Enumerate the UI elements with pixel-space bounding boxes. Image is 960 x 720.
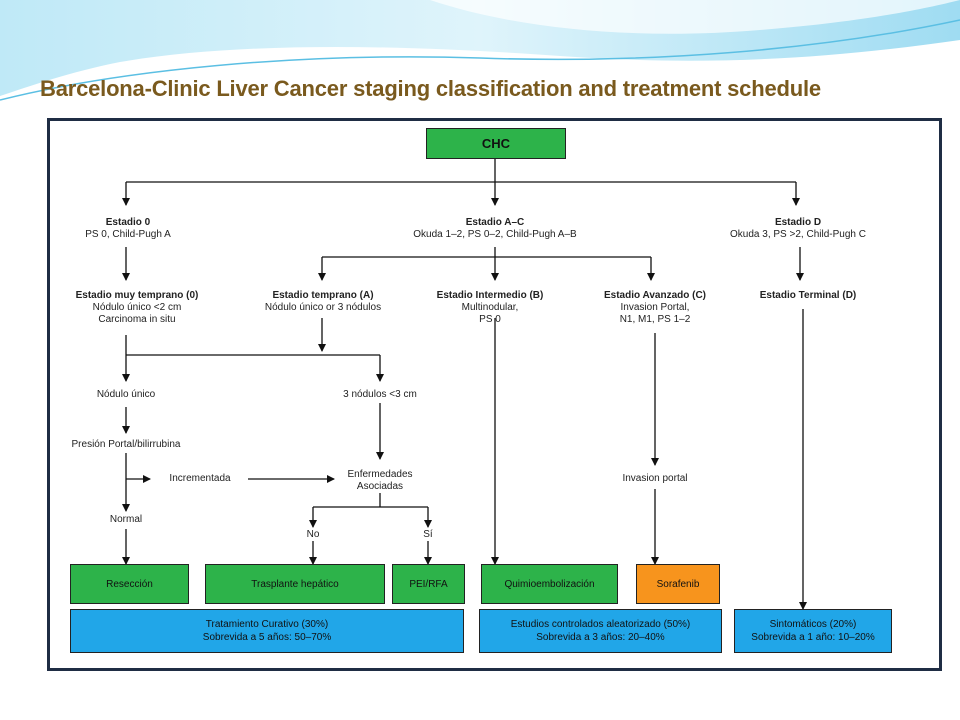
curative-outcome-box: Tratamiento Curativo (30%) Sobrevida a 5 … [70, 609, 464, 653]
stage-ac-node: Estadio A–C Okuda 1–2, PS 0–2, Child-Pug… [366, 217, 624, 241]
curative-line-1: Tratamiento Curativo (30%) [205, 619, 329, 630]
resection-label: Resección [106, 578, 153, 590]
intermediate-desc-2: PS 0 [479, 314, 501, 325]
header-wave-decoration [0, 0, 960, 101]
early-stage-node: Estadio temprano (A) Nódulo único or 3 n… [248, 290, 398, 314]
advanced-stage-node: Estadio Avanzado (C) Invasion Portal, N1… [580, 290, 730, 326]
three-nodules-label: 3 nódulos <3 cm [326, 389, 434, 401]
sorafenib-label: Sorafenib [656, 578, 700, 590]
intermediate-desc-1: Multinodular, [461, 302, 519, 313]
root-node-chc: CHC [426, 128, 566, 159]
portal-invasion-label: Invasion portal [600, 473, 710, 485]
single-nodule-label: Nódulo único [76, 389, 176, 401]
pei-rfa-box: PEI/RFA [392, 564, 465, 604]
advanced-desc-2: N1, M1, PS 1–2 [619, 314, 691, 325]
very-early-desc-1: Nódulo único <2 cm [92, 302, 182, 313]
advanced-desc-1: Invasion Portal, [620, 302, 690, 313]
symptomatic-outcome-box: Sintomáticos (20%) Sobrevida a 1 año: 10–… [734, 609, 892, 653]
chemoembolization-box: Quimioembolización [481, 564, 618, 604]
sorafenib-box: Sorafenib [636, 564, 720, 604]
early-desc-1: Nódulo único or 3 nódulos [264, 302, 382, 313]
increased-label: Incrementada [169, 473, 231, 484]
liver-transplant-label: Trasplante hepático [251, 578, 339, 590]
associated-diseases-label: Enfermedades Asociadas [336, 469, 424, 493]
rct-outcome-box: Estudios controlados aleatorizado (50%) S… [479, 609, 722, 653]
very-early-title: Estadio muy temprano (0) [75, 290, 199, 301]
root-label: CHC [481, 136, 511, 151]
stage-0-title: Estadio 0 [105, 217, 151, 228]
rct-line-1: Estudios controlados aleatorizado (50%) [510, 619, 691, 630]
very-early-stage-node: Estadio muy temprano (0) Nódulo único <2… [48, 290, 226, 326]
no-label: No [301, 529, 325, 541]
liver-transplant-box: Trasplante hepático [205, 564, 385, 604]
rct-line-2: Sobrevida a 3 años: 20–40% [536, 632, 665, 643]
stage-0-desc: PS 0, Child-Pugh A [85, 229, 171, 240]
pei-rfa-label: PEI/RFA [409, 578, 448, 590]
stage-ac-desc: Okuda 1–2, PS 0–2, Child-Pugh A–B [413, 229, 577, 240]
diseases-line-1: Enfermedades [347, 469, 413, 480]
page-title: Barcelona-Clinic Liver Cancer staging cl… [40, 76, 821, 101]
resection-box: Resección [70, 564, 189, 604]
symptomatic-line-1: Sintomáticos (20%) [769, 619, 857, 630]
stage-0-node: Estadio 0 PS 0, Child-Pugh A [66, 217, 190, 241]
chemoembolization-label: Quimioembolización [504, 578, 595, 590]
stage-d-desc: Okuda 3, PS >2, Child-Pugh C [730, 229, 866, 240]
diseases-line-2: Asociadas [356, 481, 404, 492]
portal-pressure-label: Presión Portal/bilirrubina [56, 439, 196, 451]
intermediate-stage-node: Estadio Intermedio (B) Multinodular, PS … [412, 290, 568, 326]
yes-label: Sí [418, 529, 438, 541]
very-early-desc-2: Carcinoma in situ [98, 314, 176, 325]
early-title: Estadio temprano (A) [272, 290, 374, 301]
stage-d-title: Estadio D [774, 217, 822, 228]
stage-d-node: Estadio D Okuda 3, PS >2, Child-Pugh C [706, 217, 890, 241]
flowchart-frame: CHC Estadio 0 PS 0, Child-Pugh A Estadio… [47, 118, 942, 671]
terminal-stage-node: Estadio Terminal (D) [742, 290, 874, 302]
symptomatic-line-2: Sobrevida a 1 año: 10–20% [751, 632, 875, 643]
intermediate-title: Estadio Intermedio (B) [436, 290, 544, 301]
flowchart-connectors [122, 159, 807, 610]
advanced-title: Estadio Avanzado (C) [603, 290, 707, 301]
terminal-title: Estadio Terminal (D) [759, 290, 857, 301]
curative-line-2: Sobrevida a 5 años: 50–70% [202, 632, 332, 643]
normal-label: Normal [96, 514, 156, 526]
stage-ac-title: Estadio A–C [465, 217, 525, 228]
